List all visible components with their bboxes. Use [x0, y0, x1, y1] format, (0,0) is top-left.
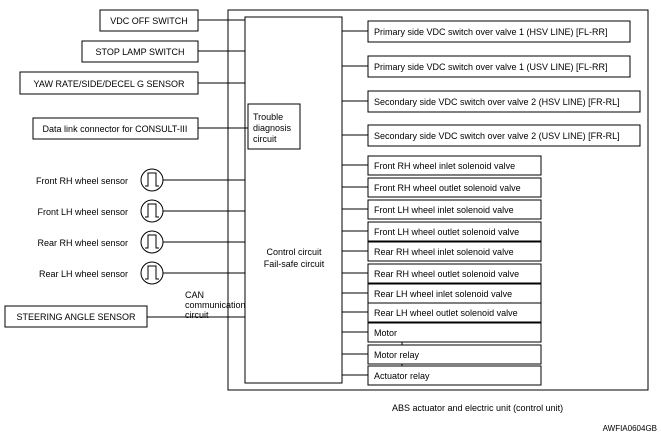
wheel-sensor-label-2: Rear RH wheel sensor [37, 238, 128, 248]
output-label-7: Front LH wheel outlet solenoid valve [374, 227, 519, 237]
pulse-icon-0 [145, 172, 159, 187]
output-label-8: Rear RH wheel inlet solenoid valve [374, 247, 514, 257]
wheel-sensor-icon-3 [140, 261, 164, 285]
wheel-sensor-label-0: Front RH wheel sensor [36, 176, 128, 186]
unit-caption: ABS actuator and electric unit (control … [392, 403, 563, 413]
motor-label: Motor [374, 328, 397, 338]
output-label-5: Front RH wheel outlet solenoid valve [374, 183, 521, 193]
fail-safe-circuit-label: Fail-safe circuit [264, 259, 325, 269]
pulse-icon-2 [145, 234, 159, 249]
trouble-diagnosis-line-3: circuit [253, 134, 277, 144]
motor-relay-label: Motor relay [374, 350, 420, 360]
pulse-icon-1 [145, 203, 159, 218]
output-label-4: Front RH wheel inlet solenoid valve [374, 161, 515, 171]
output-label-2: Secondary side VDC switch over valve 2 (… [374, 97, 620, 107]
output-label-9: Rear RH wheel outlet solenoid valve [374, 269, 519, 279]
data-link-connector-label: Data link connector for CONSULT-III [43, 124, 188, 134]
wheel-sensor-icon-1 [140, 199, 164, 223]
control-circuit-block [244, 16, 343, 384]
pulse-icon-3 [145, 265, 159, 280]
vdc-off-switch-label: VDC OFF SWITCH [110, 16, 188, 26]
wheel-sensor-icon-0 [140, 168, 164, 192]
wheel-sensor-icon-2 [140, 230, 164, 254]
output-label-11: Rear LH wheel outlet solenoid valve [374, 308, 518, 318]
trouble-diagnosis-box [247, 103, 301, 150]
trouble-diagnosis-line-2: diagnosis [253, 123, 292, 133]
output-label-0: Primary side VDC switch over valve 1 (HS… [374, 27, 608, 37]
stop-lamp-switch-label: STOP LAMP SWITCH [95, 47, 184, 57]
can-label-line-1: CAN [185, 290, 204, 300]
output-label-10: Rear LH wheel inlet solenoid valve [374, 289, 512, 299]
actuator-relay-label: Actuator relay [374, 371, 430, 381]
steering-angle-sensor-label: STEERING ANGLE SENSOR [16, 312, 136, 322]
figure-code: AWFIA0604GB [603, 424, 657, 433]
wheel-sensor-label-3: Rear LH wheel sensor [39, 269, 128, 279]
can-label-line-3: circuit [185, 310, 209, 320]
yaw-rate-sensor-label: YAW RATE/SIDE/DECEL G SENSOR [33, 79, 185, 89]
can-label-line-2: communication [185, 300, 246, 310]
output-label-6: Front LH wheel inlet solenoid valve [374, 205, 514, 215]
output-label-1: Primary side VDC switch over valve 1 (US… [374, 62, 608, 72]
output-label-3: Secondary side VDC switch over valve 2 (… [374, 131, 620, 141]
wheel-sensor-label-1: Front LH wheel sensor [37, 207, 128, 217]
trouble-diagnosis-line-1: Trouble [253, 112, 283, 122]
control-circuit-label: Control circuit [266, 247, 322, 257]
